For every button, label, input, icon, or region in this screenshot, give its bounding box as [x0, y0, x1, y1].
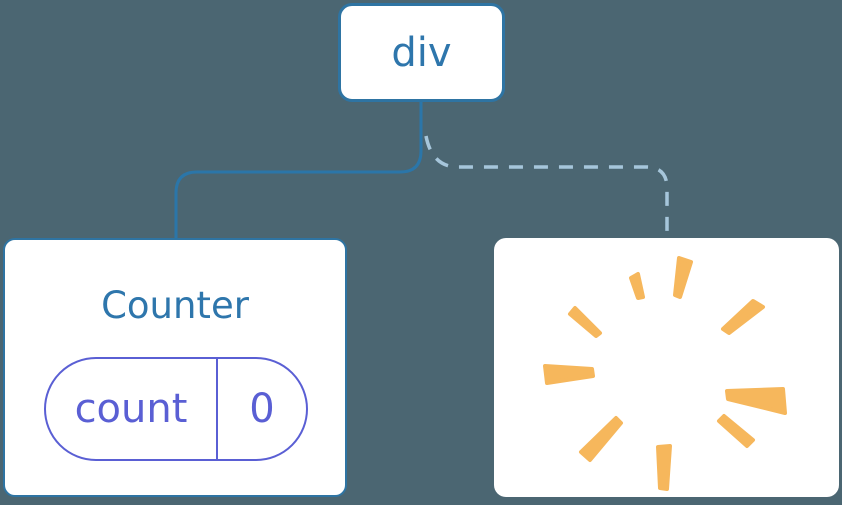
- edge-dashed-div-to-removed: [424, 135, 669, 238]
- root-node-div: div: [338, 3, 505, 102]
- counter-node: Counter count 0: [3, 238, 347, 497]
- counter-title: Counter: [101, 284, 249, 327]
- state-pill: count 0: [44, 357, 308, 461]
- state-value-cell: 0: [218, 359, 306, 459]
- poof-burst-icon: [543, 256, 787, 491]
- root-node-label: div: [391, 29, 452, 76]
- edge-solid-div-to-counter: [174, 99, 423, 240]
- removed-node: [494, 238, 839, 497]
- state-value-label: 0: [249, 386, 275, 432]
- state-key-cell: count: [46, 359, 218, 459]
- state-key-label: count: [74, 386, 188, 432]
